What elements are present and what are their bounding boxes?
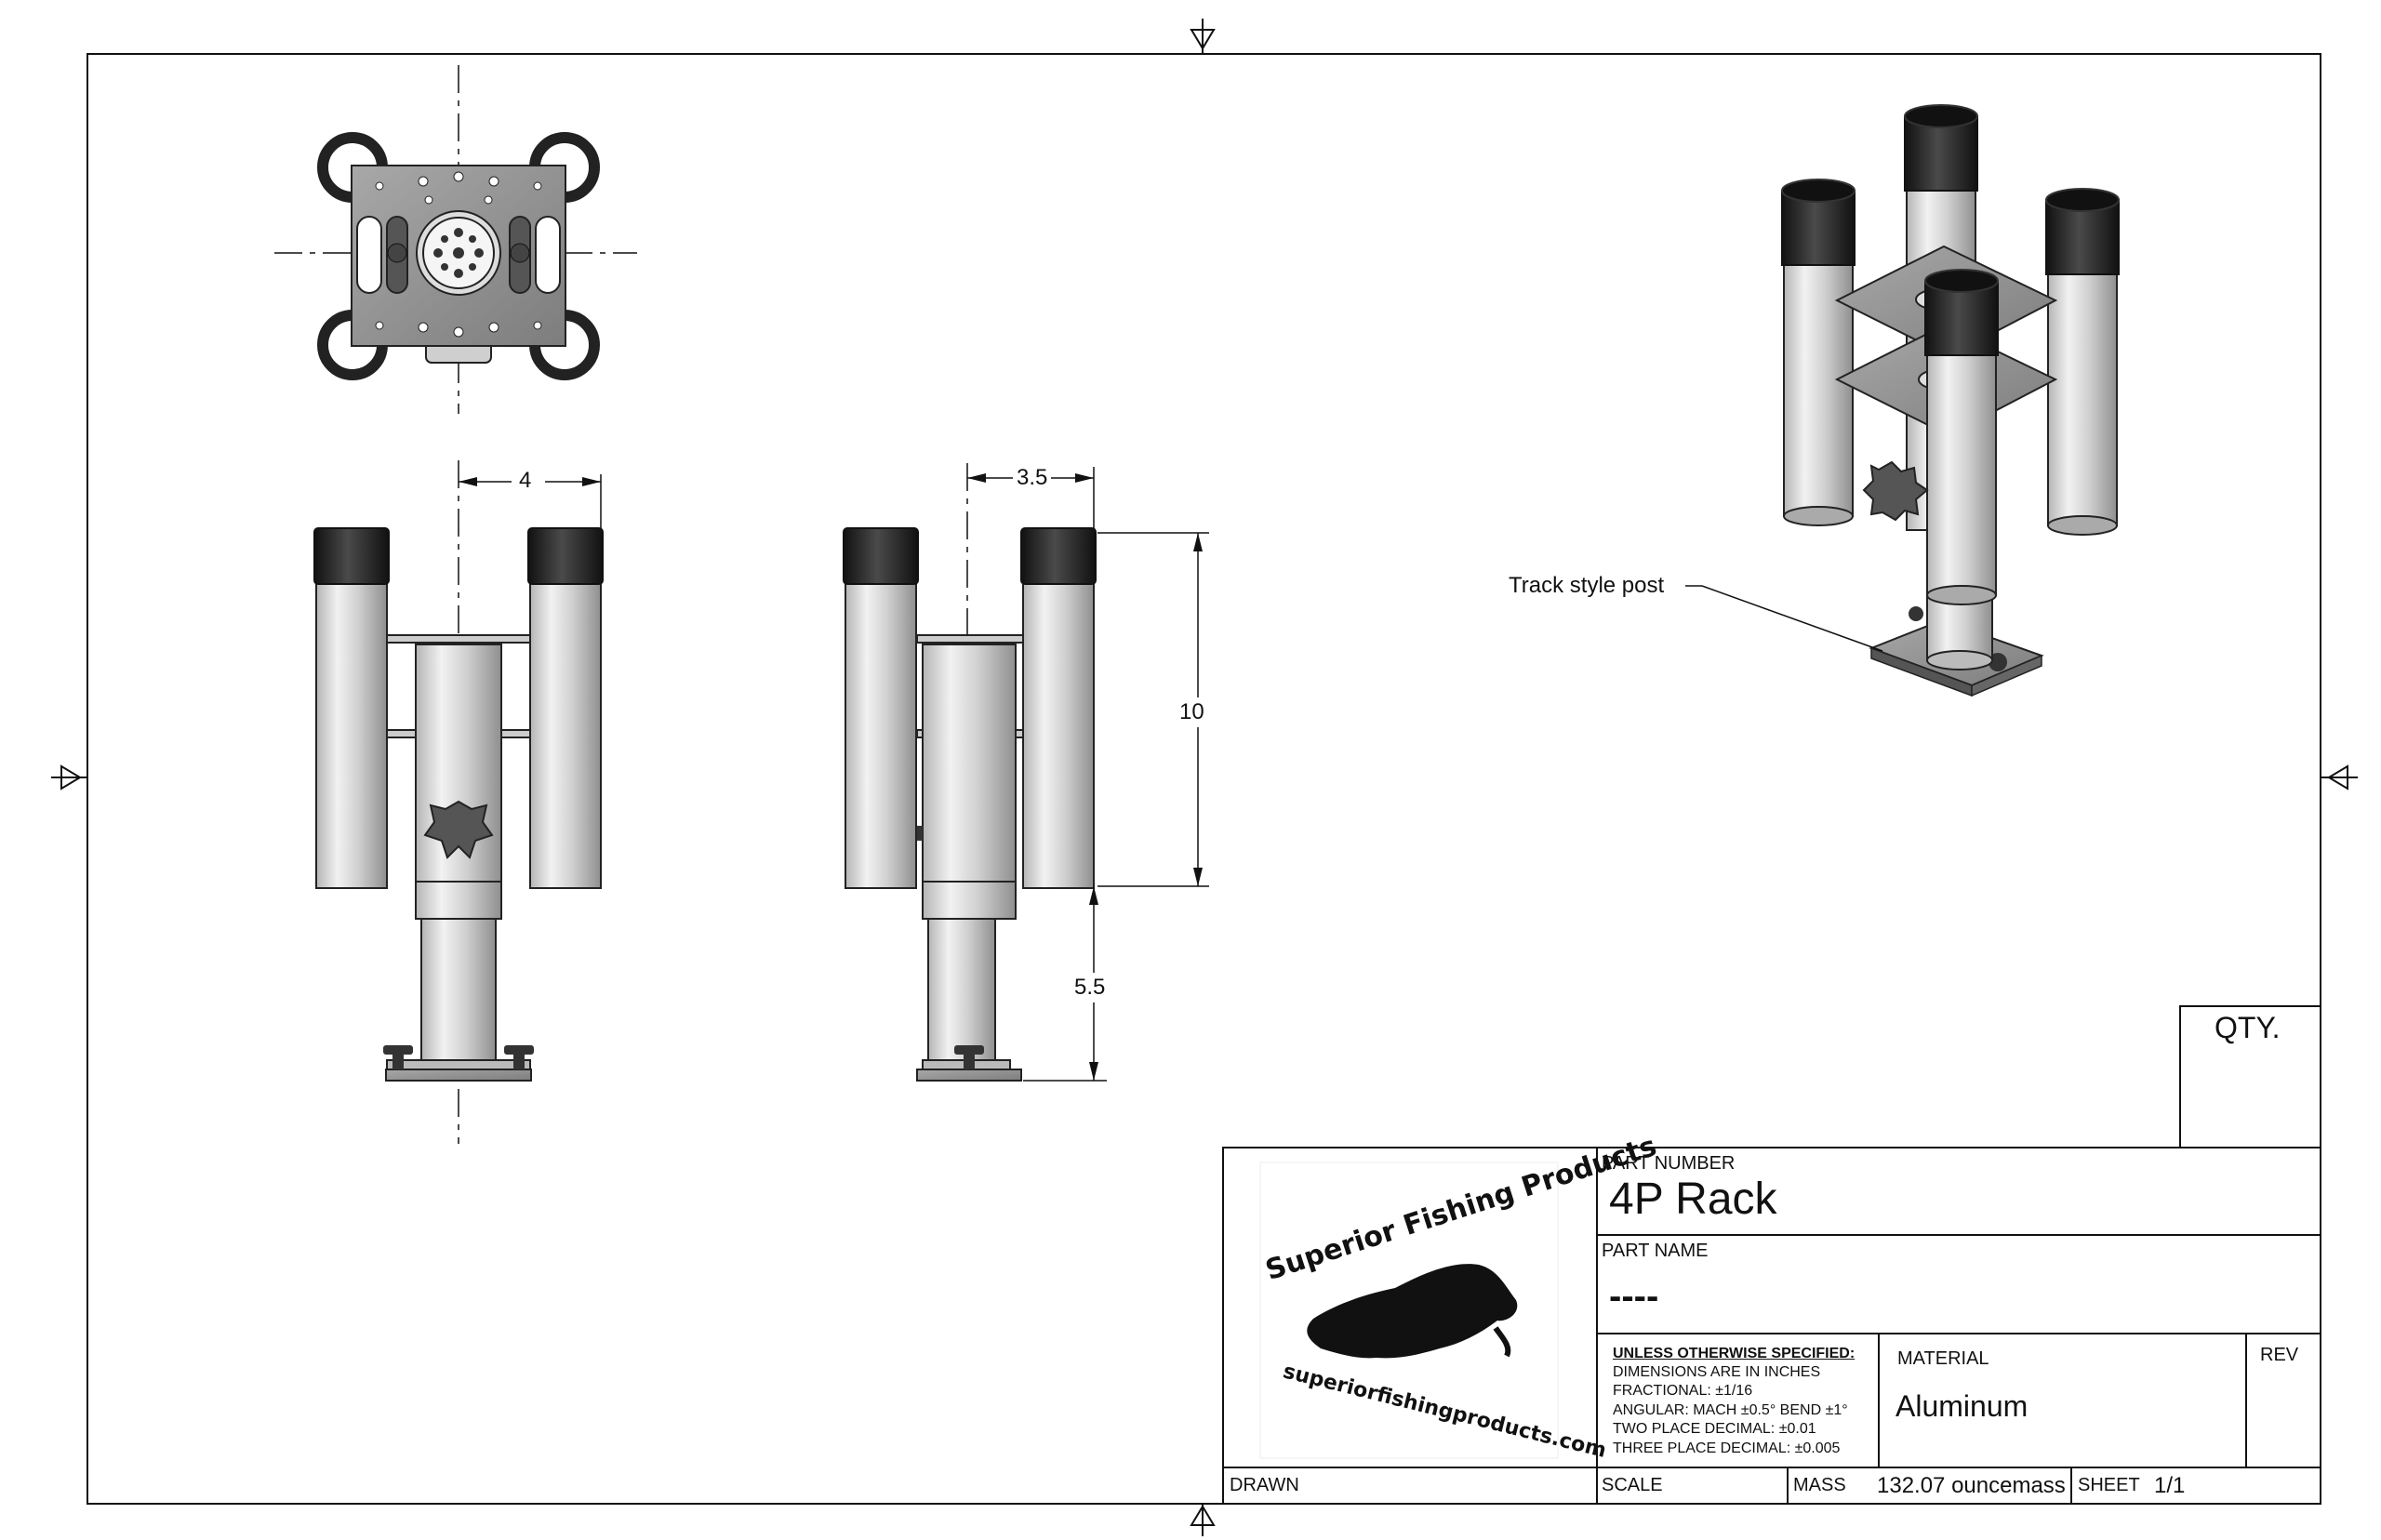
centering-mark-left xyxy=(51,764,87,790)
scale-label: SCALE xyxy=(1602,1475,1663,1495)
tolerance-line: THREE PLACE DECIMAL: ±0.005 xyxy=(1613,1440,1841,1456)
dimension-post-height: 5.5 xyxy=(1074,973,1106,1002)
part-name-value: ---- xyxy=(1609,1276,1659,1317)
isometric-view xyxy=(1685,104,2120,697)
side-view xyxy=(843,463,1209,1082)
material-label: MATERIAL xyxy=(1897,1348,1989,1369)
centering-mark-top xyxy=(1190,19,1216,54)
dimension-top-width: 4 xyxy=(519,468,532,493)
mass-label: MASS xyxy=(1793,1475,1846,1495)
top-view xyxy=(274,65,637,414)
mass-value: 132.07 ouncemass xyxy=(1877,1473,2066,1498)
tolerance-line: FRACTIONAL: ±1/16 xyxy=(1613,1383,1753,1399)
title-block xyxy=(1222,1005,2321,1505)
dimension-tube-height: 10 xyxy=(1179,697,1204,727)
company-logo xyxy=(1259,1162,1559,1459)
callout-track-style-post: Track style post xyxy=(1509,573,1665,598)
tolerance-line: ANGULAR: MACH ±0.5° BEND ±1° xyxy=(1613,1402,1848,1418)
drawing-border xyxy=(86,53,2321,1505)
material-value: Aluminum xyxy=(1895,1389,2029,1423)
tolerance-title: UNLESS OTHERWISE SPECIFIED: xyxy=(1613,1346,1856,1361)
rev-label: REV xyxy=(2260,1345,2299,1365)
centering-mark-bottom xyxy=(1190,1504,1216,1536)
sheet-value: 1/1 xyxy=(2154,1473,2186,1498)
part-number-value: 4P Rack xyxy=(1609,1175,1777,1224)
qty-label: QTY. xyxy=(2215,1011,2281,1044)
part-name-label: PART NAME xyxy=(1602,1241,1709,1261)
dimension-side-width: 3.5 xyxy=(1013,465,1052,491)
centering-mark-right xyxy=(2321,764,2358,790)
front-view xyxy=(313,460,604,1144)
tolerance-line: DIMENSIONS ARE IN INCHES xyxy=(1613,1364,1821,1380)
drawn-label: DRAWN xyxy=(1230,1475,1299,1495)
tolerance-line: TWO PLACE DECIMAL: ±0.01 xyxy=(1613,1421,1816,1437)
sheet-label: SHEET xyxy=(2078,1475,2140,1495)
part-number-label: PART NUMBER xyxy=(1602,1153,1736,1174)
